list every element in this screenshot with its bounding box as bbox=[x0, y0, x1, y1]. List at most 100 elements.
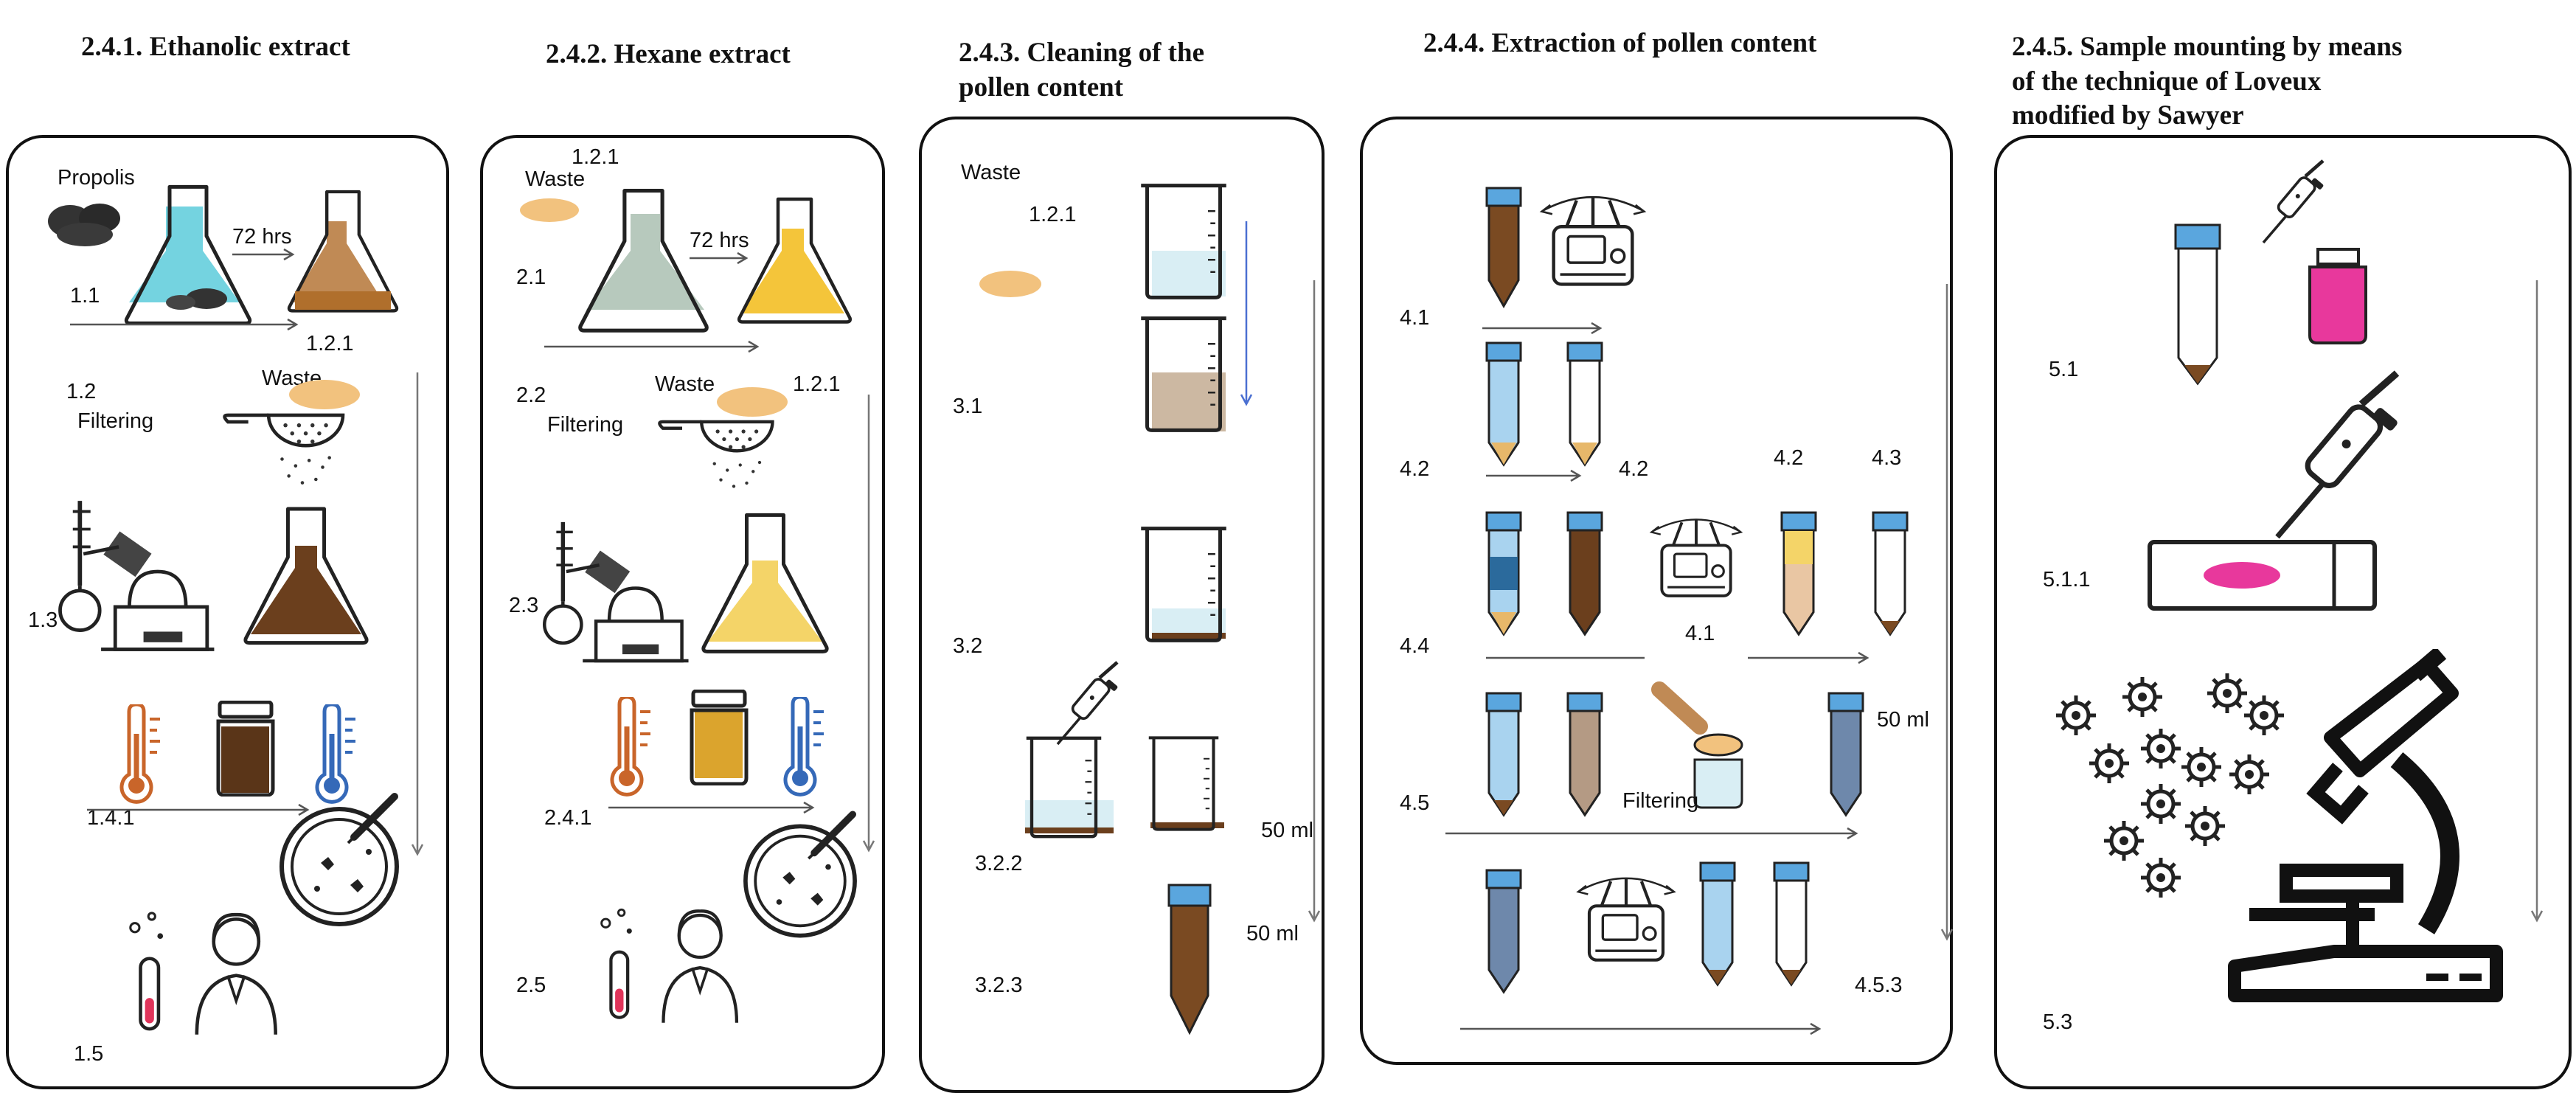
arrow-down-icon bbox=[1308, 280, 1321, 923]
petri-dish-icon bbox=[746, 814, 855, 935]
filter-setup-icon bbox=[1651, 681, 1743, 809]
arrow-right-icon bbox=[1460, 1022, 1822, 1035]
pipette-icon bbox=[1058, 662, 1118, 744]
thermometer-hot-icon bbox=[122, 704, 160, 802]
thermometer-cold-icon bbox=[785, 697, 824, 794]
step-3-1: 3.1 bbox=[953, 395, 982, 418]
thermometer-hot-icon bbox=[612, 697, 650, 794]
step-1-2-1-top: 1.2.1 bbox=[572, 145, 619, 169]
section-title-4: 2.4.4. Extraction of pollen content bbox=[1423, 28, 1817, 58]
label-propolis: Propolis bbox=[58, 166, 135, 190]
step-3-2: 3.2 bbox=[953, 634, 982, 658]
falcon-tube-icon bbox=[1780, 511, 1817, 636]
arrow-right-icon bbox=[544, 340, 760, 353]
step-4-2: 4.2 bbox=[1774, 446, 1803, 470]
vortex-machine-icon bbox=[1578, 878, 1674, 960]
step-4-2: 4.2 bbox=[1619, 457, 1648, 481]
petri-dish-icon bbox=[282, 797, 397, 924]
arrow-right-icon bbox=[87, 803, 310, 816]
flask-icon bbox=[704, 515, 827, 651]
step-4-4: 4.4 bbox=[1400, 634, 1429, 658]
section-title-5c: modified by Sawyer bbox=[2012, 100, 2244, 131]
rotary-evaporator-icon bbox=[544, 522, 688, 661]
step-5-1: 5.1 bbox=[2049, 358, 2078, 381]
cleaning-steps: Waste 1.2.1 3.1 3.2 50 ml 3.2.2 bbox=[953, 161, 1321, 1035]
step-2-5: 2.5 bbox=[516, 974, 546, 997]
section-title-3a: 2.4.3. Cleaning of the bbox=[959, 38, 1204, 68]
hexane-steps: 1.2.1 Waste 72 hrs 2.1 2.2 Filtering Was… bbox=[509, 145, 875, 1023]
step-1-3: 1.3 bbox=[28, 608, 58, 632]
rotary-evaporator-icon bbox=[60, 501, 215, 649]
mounting-steps: 5.1 5.1.1 5.3 bbox=[2043, 161, 2544, 1034]
panel-hexane bbox=[480, 135, 885, 1089]
arrow-right-icon bbox=[1486, 469, 1582, 482]
beaker-icon bbox=[1141, 319, 1226, 431]
panel-mounting bbox=[1994, 135, 2572, 1089]
step-1-5: 1.5 bbox=[74, 1042, 103, 1066]
flask-icon bbox=[739, 199, 850, 322]
step-4-1: 4.1 bbox=[1685, 622, 1715, 645]
label-waste: Waste bbox=[961, 161, 1021, 184]
beaker-icon bbox=[1149, 738, 1224, 829]
section-title-5b: of the technique of Loveux bbox=[2012, 66, 2322, 97]
label-waste-top: Waste bbox=[525, 167, 585, 191]
microscope-slide-icon bbox=[2148, 540, 2377, 611]
step-1-2-1: 1.2.1 bbox=[793, 372, 841, 396]
vortex-machine-icon bbox=[1542, 197, 1645, 284]
beaker-icon bbox=[1141, 529, 1226, 641]
step-4-1: 4.1 bbox=[1400, 306, 1429, 330]
stain-vial-icon bbox=[2308, 248, 2367, 344]
falcon-tube-icon bbox=[1485, 187, 1522, 309]
jar-icon bbox=[218, 702, 273, 795]
label-50ml: 50 ml bbox=[1877, 708, 1929, 732]
falcon-tube-icon bbox=[1485, 869, 1522, 994]
label-filtering: Filtering bbox=[77, 409, 153, 433]
falcon-tube-icon bbox=[1566, 341, 1603, 467]
section-title-3b: pollen content bbox=[959, 72, 1124, 103]
label-50ml: 50 ml bbox=[1246, 922, 1299, 945]
step-1-2: 1.2 bbox=[66, 380, 96, 403]
arrow-down-icon bbox=[411, 372, 424, 856]
extraction-steps: 4.1 4.2 4.2 4.2 4.3 4.1 bbox=[1400, 187, 1954, 1035]
step-2-2: 2.2 bbox=[516, 384, 546, 407]
step-1-2-1: 1.2.1 bbox=[306, 332, 354, 355]
step-4-2: 4.2 bbox=[1400, 457, 1429, 481]
arrow-down-icon bbox=[1240, 221, 1253, 406]
section-title-1: 2.4.1. Ethanolic extract bbox=[81, 32, 350, 62]
falcon-tube-icon bbox=[2174, 223, 2221, 386]
arrow-right-icon bbox=[690, 251, 749, 265]
panel-extraction bbox=[1360, 117, 1953, 1065]
section-title-5a: 2.4.5. Sample mounting by means bbox=[2012, 32, 2402, 62]
panel-ethanolic bbox=[6, 135, 449, 1089]
vortex-machine-icon bbox=[1650, 518, 1743, 597]
step-4-5: 4.5 bbox=[1400, 791, 1429, 815]
falcon-tube-icon bbox=[1773, 861, 1810, 987]
step-1-2-1: 1.2.1 bbox=[1029, 203, 1077, 226]
flask-icon bbox=[246, 509, 367, 643]
propolis-icon bbox=[48, 204, 120, 246]
step-3-2-2: 3.2.2 bbox=[975, 852, 1023, 875]
label-50ml: 50 ml bbox=[1261, 819, 1313, 842]
beaker-icon bbox=[1025, 738, 1114, 836]
strainer-icon bbox=[225, 380, 360, 485]
beaker-icon bbox=[1141, 186, 1226, 298]
step-3-2-3: 3.2.3 bbox=[975, 974, 1023, 997]
waste-pile-icon bbox=[979, 271, 1041, 297]
label-waste: Waste bbox=[655, 372, 715, 396]
falcon-tube-icon bbox=[1167, 884, 1212, 1035]
pollen-grains-icon bbox=[2056, 673, 2284, 898]
falcon-tube-icon bbox=[1872, 511, 1909, 636]
arrow-right-icon bbox=[232, 248, 295, 261]
arrow-right-icon bbox=[1445, 827, 1858, 840]
step-2-4-1: 2.4.1 bbox=[544, 806, 592, 830]
step-4-5-3: 4.5.3 bbox=[1855, 974, 1903, 997]
step-5-3: 5.3 bbox=[2043, 1010, 2072, 1034]
step-5-1-1: 5.1.1 bbox=[2043, 568, 2091, 591]
step-2-1: 2.1 bbox=[516, 266, 546, 289]
pipette-icon bbox=[2277, 373, 2399, 537]
thermometer-cold-icon bbox=[317, 704, 355, 802]
scientist-icon bbox=[602, 909, 737, 1022]
arrow-down-icon bbox=[862, 395, 875, 853]
arrow-down-icon bbox=[1940, 284, 1954, 941]
